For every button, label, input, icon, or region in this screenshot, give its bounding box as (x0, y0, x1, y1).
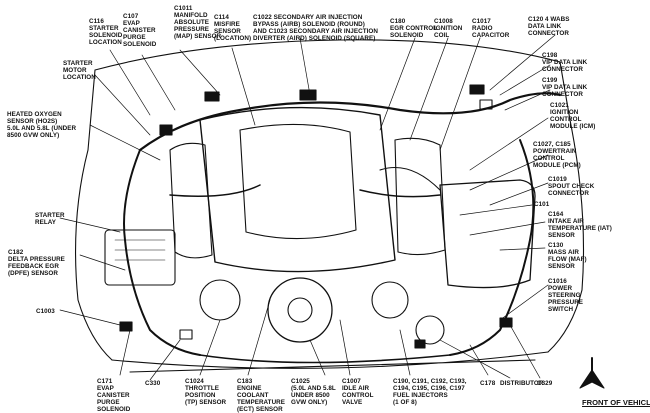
label-c1024: C1024 THROTTLE POSITION (TP) SENSOR (185, 378, 227, 406)
label-c1022: C1022 SECONDARY AIR INJECTION BYPASS (AI… (253, 14, 378, 42)
label-c182: C182 DELTA PRESSURE FEEDBACK EGR (DPFE) … (8, 249, 65, 277)
label-c1007: C1007 IDLE AIR CONTROL VALVE (342, 378, 374, 406)
battery (104, 229, 176, 286)
left-fender (74, 149, 113, 361)
label-c1019: C1019 SPOUT CHECK CONNECTOR (548, 176, 595, 197)
label-c178: C178 (480, 380, 496, 387)
label-starter-relay: STARTER RELAY (35, 212, 65, 226)
leader-lines (59, 34, 556, 381)
label-c114: C114 MISFIRE SENSOR (LOCATION) (214, 14, 252, 42)
right-fender (547, 119, 585, 353)
firewall-outline (87, 39, 571, 151)
label-c1008: C1008 IGNITION COIL (434, 18, 463, 39)
label-c1016: C1016 POWER STEERING PRESSURE SWITCH (548, 278, 584, 313)
ps-pump (371, 281, 409, 319)
label-c130: C130 MASS AIR FLOW (MAF) SENSOR (548, 242, 587, 270)
label-c107: C107 EVAP CANISTER PURGE SOLENOID (123, 13, 157, 48)
label-c101: C101 (534, 201, 550, 208)
air-cleaner-box (439, 179, 536, 289)
radiator-support (111, 351, 549, 373)
label-c1027: C1027, C185 POWERTRAIN CONTROL MODULE (P… (533, 141, 581, 169)
distributor-cap (415, 315, 445, 345)
fan-pulley (267, 277, 333, 343)
label-c171: C171 EVAP CANISTER PURGE SOLENOID (97, 378, 131, 413)
label-heated-o2: HEATED OXYGEN SENSOR (HO2S) 5.0L AND 5.8… (7, 111, 77, 139)
engine-block (199, 106, 396, 273)
label-c329: C329 (537, 380, 553, 387)
label-c1017: C1017 RADIO CAPACITOR (472, 18, 510, 39)
label-starter-motor: STARTER MOTOR LOCATION (63, 60, 96, 81)
label-c1021: C1021 IGNITION CONTROL MODULE (ICM) (550, 102, 596, 130)
label-c180: C180 EGR CONTROL SOLENOID (390, 18, 438, 39)
left-harness (123, 149, 201, 356)
front-arrow-icon (579, 369, 605, 389)
label-distributor: DISTRIBUTOR (500, 380, 544, 387)
label-c190: C190, C191, C192, C193, C194, C195, C196… (393, 378, 467, 406)
label-c164: C164 INTAKE AIR TEMPERATURE (IAT) SENSOR (548, 211, 612, 239)
label-c1003: C1003 (36, 308, 55, 315)
air-duct (379, 166, 441, 191)
right-harness (449, 139, 535, 356)
label-c1011: C1011 MANIFOLD ABSOLUTE PRESSURE (MAP) S… (174, 5, 222, 40)
label-c198: C198 VIP DATA LINK CONNECTOR (542, 52, 588, 73)
main-harness (138, 92, 562, 152)
label-c199: C199 VIP DATA LINK CONNECTOR (542, 77, 588, 98)
water-pump (287, 297, 313, 323)
valve-cover-left (169, 142, 213, 259)
label-c1025: C1025 (5.0L AND 5.8L UNDER 8500 GVW ONLY… (291, 378, 336, 406)
intake-manifold (239, 123, 357, 240)
label-c183: C183 ENGINE COOLANT TEMPERATURE (ECT) SE… (237, 378, 286, 413)
alternator (199, 279, 241, 321)
label-c120: C120 4 WABS DATA LINK CONNECTOR (528, 16, 570, 37)
label-c116: C116 STARTER SOLENOID LOCATION (89, 18, 123, 46)
label-front-of-vehicle: FRONT OF VEHICLE (582, 398, 650, 407)
label-c330: C330 (145, 380, 161, 387)
